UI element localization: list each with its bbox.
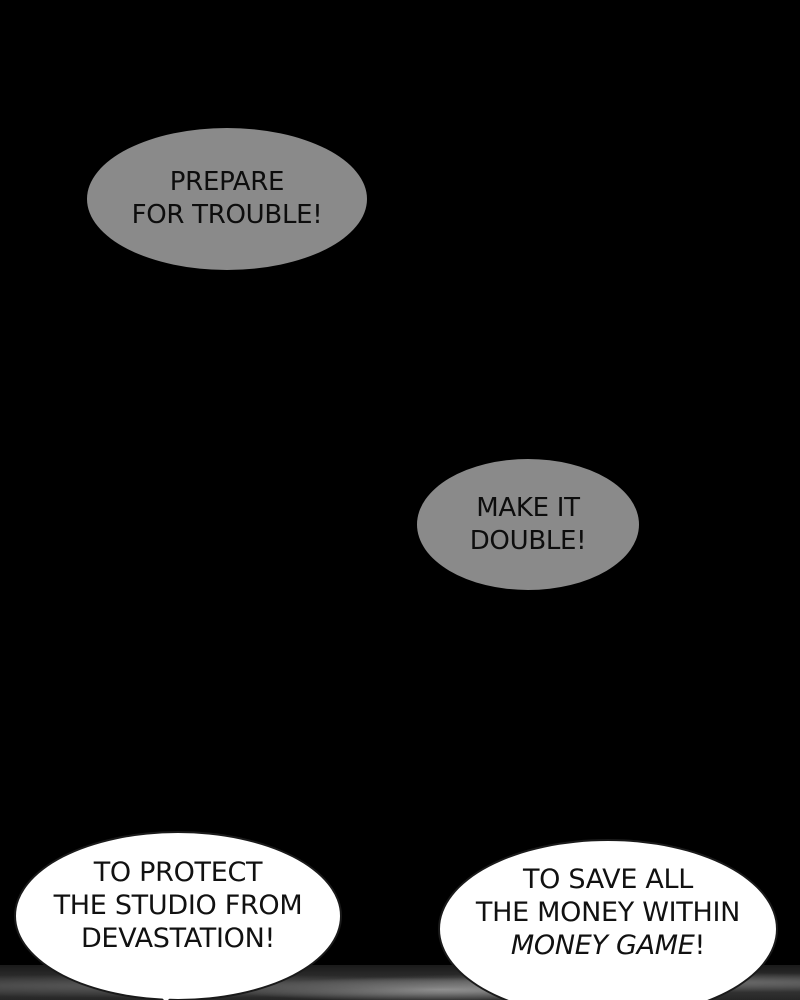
speech-line: TO PROTECT (93, 856, 263, 888)
speech-line: DOUBLE! (469, 525, 587, 556)
speech-bubble-text: TO PROTECT THE STUDIO FROM DEVASTATION! (54, 856, 303, 955)
speech-line: MAKE IT (476, 492, 580, 523)
speech-bubble-save: TO SAVE ALL THE MONEY WITHIN MONEY GAME! (438, 839, 778, 1000)
speech-bubble-tail (158, 994, 174, 1000)
speech-line: PREPARE (169, 167, 285, 197)
speech-bubble-text: TO SAVE ALL THE MONEY WITHIN MONEY GAME! (476, 863, 740, 962)
exclamation: ! (694, 929, 706, 961)
speech-line: THE MONEY WITHIN (475, 896, 741, 928)
money-game-title: MONEY GAME (510, 929, 695, 961)
speech-line: DEVASTATION! (80, 922, 276, 954)
speech-line: THE STUDIO FROM (53, 889, 303, 921)
speech-bubble-text: MAKE IT DOUBLE! (470, 492, 587, 558)
speech-bubble-text: PREPARE FOR TROUBLE! (132, 166, 323, 232)
speech-bubble-double: MAKE IT DOUBLE! (417, 459, 639, 590)
speech-line: FOR TROUBLE! (131, 200, 323, 230)
speech-bubble-protect: TO PROTECT THE STUDIO FROM DEVASTATION! (14, 831, 342, 1000)
speech-line-last: MONEY GAME! (476, 929, 740, 962)
speech-line: TO SAVE ALL (522, 863, 694, 895)
speech-bubble-prepare: PREPARE FOR TROUBLE! (87, 128, 367, 270)
